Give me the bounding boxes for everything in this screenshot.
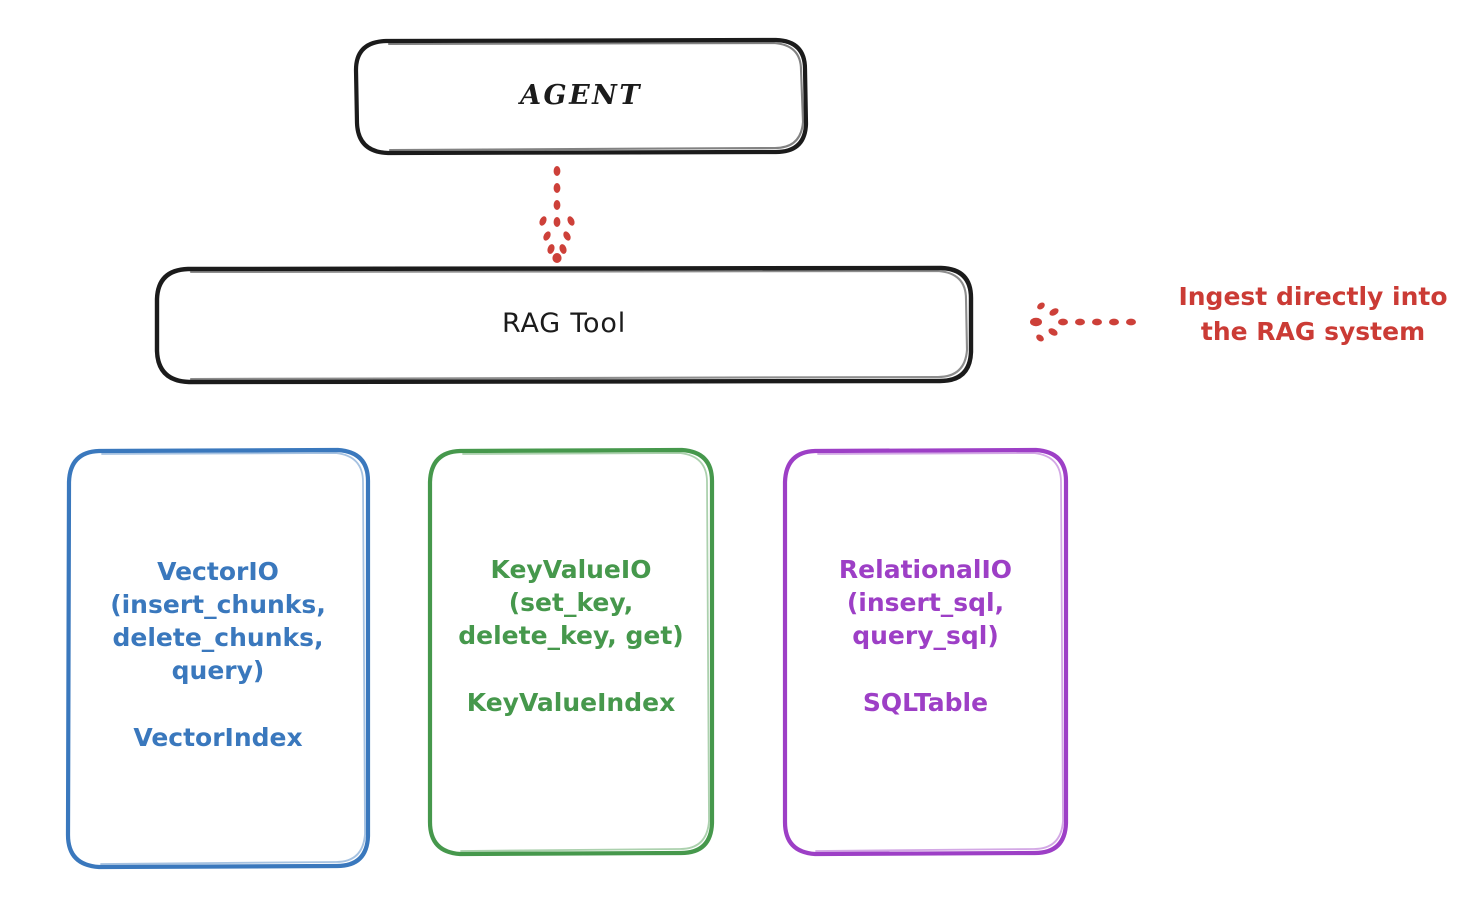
connector-agent-to-rag-tool (539, 166, 575, 263)
key-value-io-api-label: KeyValueIO (set_key, delete_key, get) (458, 555, 684, 650)
vector-io-index-label: VectorIndex (133, 723, 303, 752)
agent-label: AGENT (520, 80, 642, 112)
node-relational-io[interactable]: RelationalIO (insert_sql, query_sql) SQL… (785, 450, 1066, 854)
relational-io-index-label: SQLTable (862, 688, 989, 717)
node-key-value-io[interactable]: KeyValueIO (set_key, delete_key, get) Ke… (430, 450, 712, 854)
node-rag-tool[interactable]: RAG Tool (157, 268, 971, 381)
vector-io-body: VectorIO (insert_chunks, delete_chunks, … (110, 555, 326, 754)
node-vector-io[interactable]: VectorIO (insert_chunks, delete_chunks, … (68, 450, 368, 867)
key-value-io-body: KeyValueIO (set_key, delete_key, get) Ke… (458, 553, 683, 719)
node-agent[interactable]: AGENT (356, 40, 806, 153)
key-value-io-index-label: KeyValueIndex (466, 688, 676, 717)
relational-io-api-label: RelationalIO (insert_sql, query_sql) (838, 555, 1013, 650)
vector-io-api-label: VectorIO (insert_chunks, delete_chunks, … (110, 557, 326, 685)
relational-io-body: RelationalIO (insert_sql, query_sql) SQL… (839, 553, 1012, 719)
connector-ingest-to-rag-tool (1030, 302, 1136, 342)
rag-tool-label: RAG Tool (501, 308, 626, 340)
annotation-ingest-directly: Ingest directly into the RAG system (1178, 282, 1448, 346)
